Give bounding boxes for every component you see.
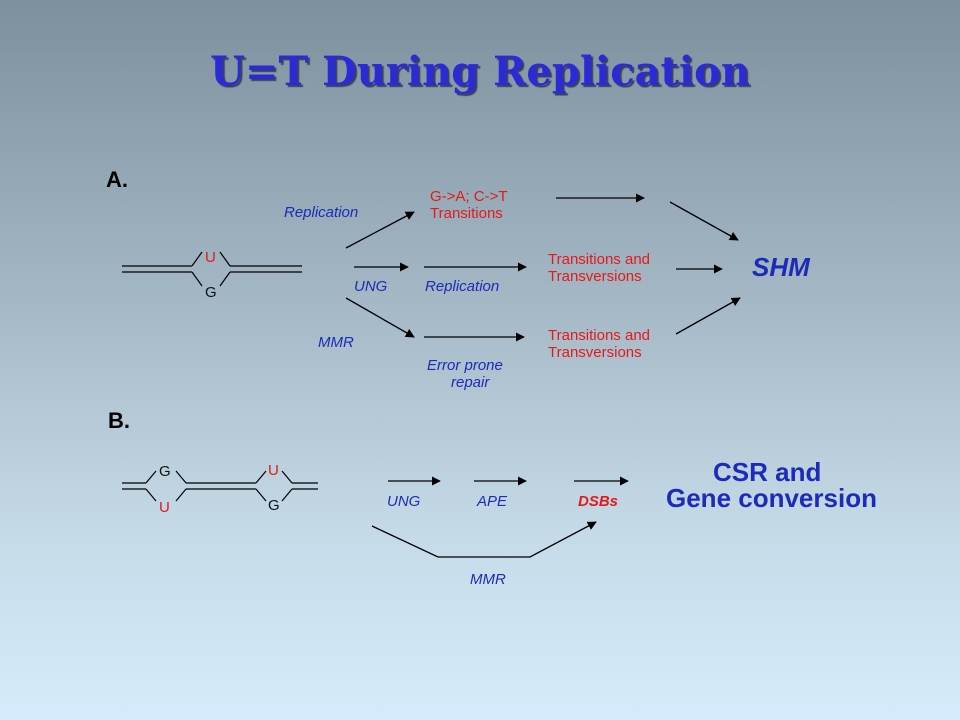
b-ape-label: APE xyxy=(476,493,508,510)
arrow-low-to-shm xyxy=(675,297,741,335)
dsbs-label: DSBs xyxy=(578,493,618,510)
transitions-line1: G->A; C->T xyxy=(430,188,507,205)
error-prone-line2: repair xyxy=(451,374,490,391)
csr-line2: Gene conversion xyxy=(666,483,877,513)
section-b-label: B. xyxy=(108,408,130,433)
dna-duplex-double-mismatch: G U U G xyxy=(122,462,318,516)
csr-line1: CSR and xyxy=(713,457,821,487)
tt-mid-line2: Transversions xyxy=(548,268,642,285)
arrow-to-transitions xyxy=(345,211,415,249)
arrow-top-to-shm xyxy=(669,201,739,241)
b-left-bottom-base: U xyxy=(159,499,170,516)
b-right-bottom-base: G xyxy=(268,497,280,514)
mismatch-base-u: U xyxy=(205,249,216,266)
csr-result: CSR and Gene conversion xyxy=(666,457,877,513)
error-prone-repair-text: Error prone repair xyxy=(427,357,507,391)
transitions-line2: Transitions xyxy=(430,205,503,222)
mmr-bypass-arrow xyxy=(371,521,597,558)
b-left-top-base: G xyxy=(159,463,171,480)
mid-replication-label: Replication xyxy=(425,278,499,295)
arrow-to-mmr xyxy=(345,297,415,338)
shm-result: SHM xyxy=(752,252,811,282)
replication-branch-label: Replication xyxy=(284,204,358,221)
slide-title: U=T During Replication xyxy=(210,48,750,95)
tt-mid-line1: Transitions and xyxy=(548,251,650,268)
ung-branch-label: UNG xyxy=(354,278,388,295)
b-mmr-label: MMR xyxy=(470,571,506,588)
b-ung-label: UNG xyxy=(387,493,421,510)
transitions-transversions-mid: Transitions and Transversions xyxy=(548,251,654,285)
tt-low-line1: Transitions and xyxy=(548,327,650,344)
tt-low-line2: Transversions xyxy=(548,344,642,361)
section-a-label: A. xyxy=(106,167,128,192)
dna-duplex-ug: U G xyxy=(122,249,302,301)
transitions-text: G->A; C->T Transitions xyxy=(430,188,511,222)
mismatch-base-g: G xyxy=(205,284,217,301)
error-prone-line1: Error prone xyxy=(427,357,503,374)
mmr-branch-label: MMR xyxy=(318,334,354,351)
b-right-top-base: U xyxy=(268,462,279,479)
transitions-transversions-low: Transitions and Transversions xyxy=(548,327,654,361)
